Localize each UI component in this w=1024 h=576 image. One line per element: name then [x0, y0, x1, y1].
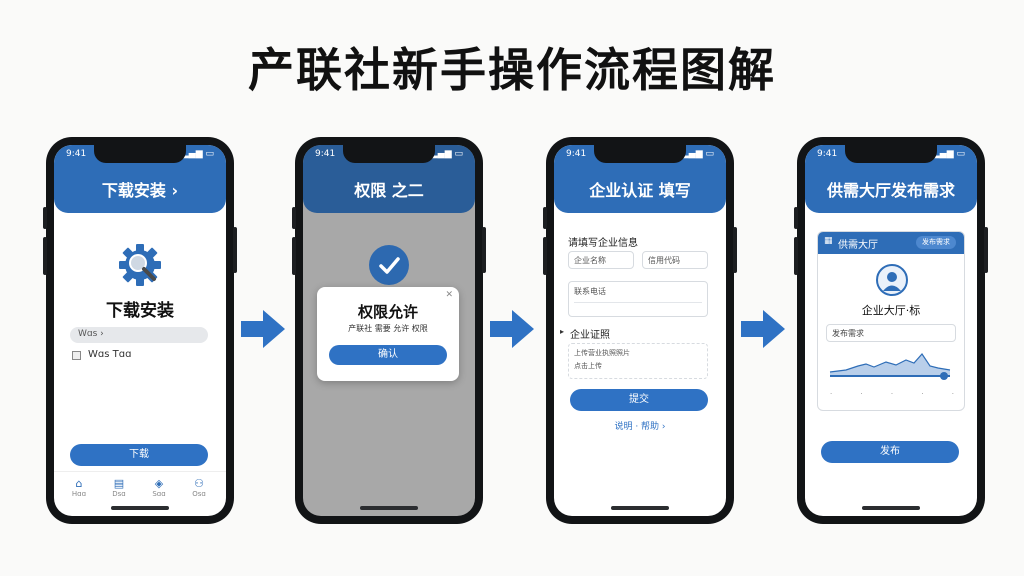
leaf-icon: ◈: [154, 477, 164, 490]
home-indicator: [611, 506, 669, 510]
phone-field[interactable]: 联系电话: [568, 281, 708, 317]
notch: [594, 145, 686, 163]
section-label: 请填写企业信息: [568, 238, 638, 249]
upload-text: 点击上传: [574, 362, 602, 370]
field-label: 发布需求: [832, 329, 864, 338]
status-time: 9:41: [817, 149, 838, 159]
home-indicator: [360, 506, 418, 510]
download-heading: 下载安装: [106, 301, 174, 321]
arrow-right-icon: [741, 310, 785, 348]
tab-bar: ⌂ Hɑɑ ▤ Dsɑ ◈ Sɑɑ ⚇ Osɑ: [54, 471, 226, 501]
tab-discover[interactable]: ▤ Dsɑ: [104, 477, 134, 498]
upload-text: 上传营业执照照片: [574, 349, 630, 357]
tab-other[interactable]: ⚇ Osɑ: [184, 477, 214, 498]
upload-area[interactable]: 上传营业执照照片 点击上传: [568, 343, 708, 379]
header-title: 下载安装 ›: [101, 181, 179, 200]
market-card: ▦ 供需大厅 发布需求 企业大厅·标 发布需求 · · · ·: [817, 231, 965, 411]
tab-label: Osɑ: [192, 490, 206, 498]
field-label: 企业名称: [574, 256, 606, 265]
battery-icon: ▂▄▆ ▭: [181, 149, 214, 159]
gear-search-icon: [119, 244, 161, 286]
tab-share[interactable]: ◈ Sɑɑ: [144, 477, 174, 498]
chart-ticks: · · · · ·: [830, 390, 954, 398]
expand-icon[interactable]: ▸: [560, 327, 565, 336]
dialog-title: 权限允许: [357, 303, 418, 321]
submit-button[interactable]: 提交: [570, 389, 708, 411]
battery-icon: ▂▄▆ ▭: [430, 149, 463, 159]
permission-dialog: ✕ 权限允许 产联社 需要 允许 权限 确认: [317, 287, 459, 381]
company-name: 企业大厅·标: [861, 304, 921, 317]
trend-chart: [829, 353, 951, 380]
card-badge[interactable]: 发布需求: [916, 236, 956, 249]
phone-download: 9:41 ▂▄▆ ▭ 下载安装 › 下载安装 Wɑs › Wɑs Tɑɑ: [43, 137, 237, 524]
card-header: ▦ 供需大厅 发布需求: [818, 232, 964, 254]
arrow-right-icon: [241, 310, 285, 348]
checkbox-label: Wɑs Tɑɑ: [88, 349, 132, 360]
notch: [343, 145, 435, 163]
field-label: 信用代码: [648, 256, 680, 265]
dialog-text: 产联社 需要 允许 权限: [348, 324, 428, 333]
checkbox[interactable]: [72, 351, 81, 360]
phone-verification: 9:41 ▂▄▆ ▭ 企业认证 填写 请填写企业信息 企业名称 信用代码 联系电话…: [543, 137, 737, 524]
search-input[interactable]: Wɑs ›: [70, 327, 208, 343]
tick-label: ·: [890, 390, 894, 398]
publish-button[interactable]: 发布: [821, 441, 959, 463]
home-indicator: [862, 506, 920, 510]
section-label: 企业证照: [570, 330, 610, 341]
field-label: 联系电话: [574, 287, 606, 296]
search-text: Wɑs ›: [78, 329, 104, 339]
doc-icon: ▤: [113, 477, 125, 490]
tick-label: ·: [830, 390, 833, 398]
arrow-right-icon: [490, 310, 534, 348]
company-name-field[interactable]: 企业名称: [568, 251, 634, 269]
status-time: 9:41: [315, 149, 336, 159]
avatar: [876, 264, 908, 296]
notch: [845, 145, 937, 163]
tick-label: ·: [860, 390, 863, 398]
close-icon[interactable]: ✕: [445, 290, 453, 300]
tab-home[interactable]: ⌂ Hɑɑ: [64, 477, 94, 498]
demand-field[interactable]: 发布需求: [826, 324, 956, 342]
header-title: 供需大厅发布需求: [826, 181, 955, 200]
status-time: 9:41: [566, 149, 587, 159]
home-indicator: [111, 506, 169, 510]
phone-marketplace: 9:41▂▄▆ ▭ 供需大厅发布需求 ▦ 供需大厅 发布需求 企业大厅·标 发布…: [794, 137, 988, 524]
help-link[interactable]: 说明 · 帮助 ›: [614, 422, 666, 432]
notch: [94, 145, 186, 163]
tick-label: ·: [921, 390, 924, 398]
phone-permission: 9:41 ▂▄▆ ▭ 权限 之二 ✕ 权限允许 产联社 需要 允许 权限 确认: [292, 137, 486, 524]
status-time: 9:41: [66, 149, 87, 159]
tab-label: Sɑɑ: [152, 490, 166, 498]
tick-label: ·: [951, 390, 954, 398]
check-icon: [369, 245, 409, 285]
home-icon: ⌂: [75, 477, 83, 490]
battery-icon: ▂▄▆ ▭: [932, 149, 965, 159]
download-button[interactable]: 下载: [70, 444, 208, 466]
header-title: 权限 之二: [354, 181, 424, 200]
credit-code-field[interactable]: 信用代码: [642, 251, 708, 269]
card-title: 供需大厅: [838, 240, 878, 251]
tab-label: Hɑɑ: [71, 490, 87, 498]
battery-icon: ▂▄▆ ▭: [681, 149, 714, 159]
people-icon: ⚇: [194, 477, 204, 490]
confirm-button[interactable]: 确认: [329, 345, 447, 365]
header-title: 企业认证 填写: [589, 181, 691, 200]
calendar-icon: ▦: [824, 236, 833, 246]
page-title: 产联社新手操作流程图解: [248, 43, 776, 97]
tab-label: Dsɑ: [112, 490, 126, 498]
